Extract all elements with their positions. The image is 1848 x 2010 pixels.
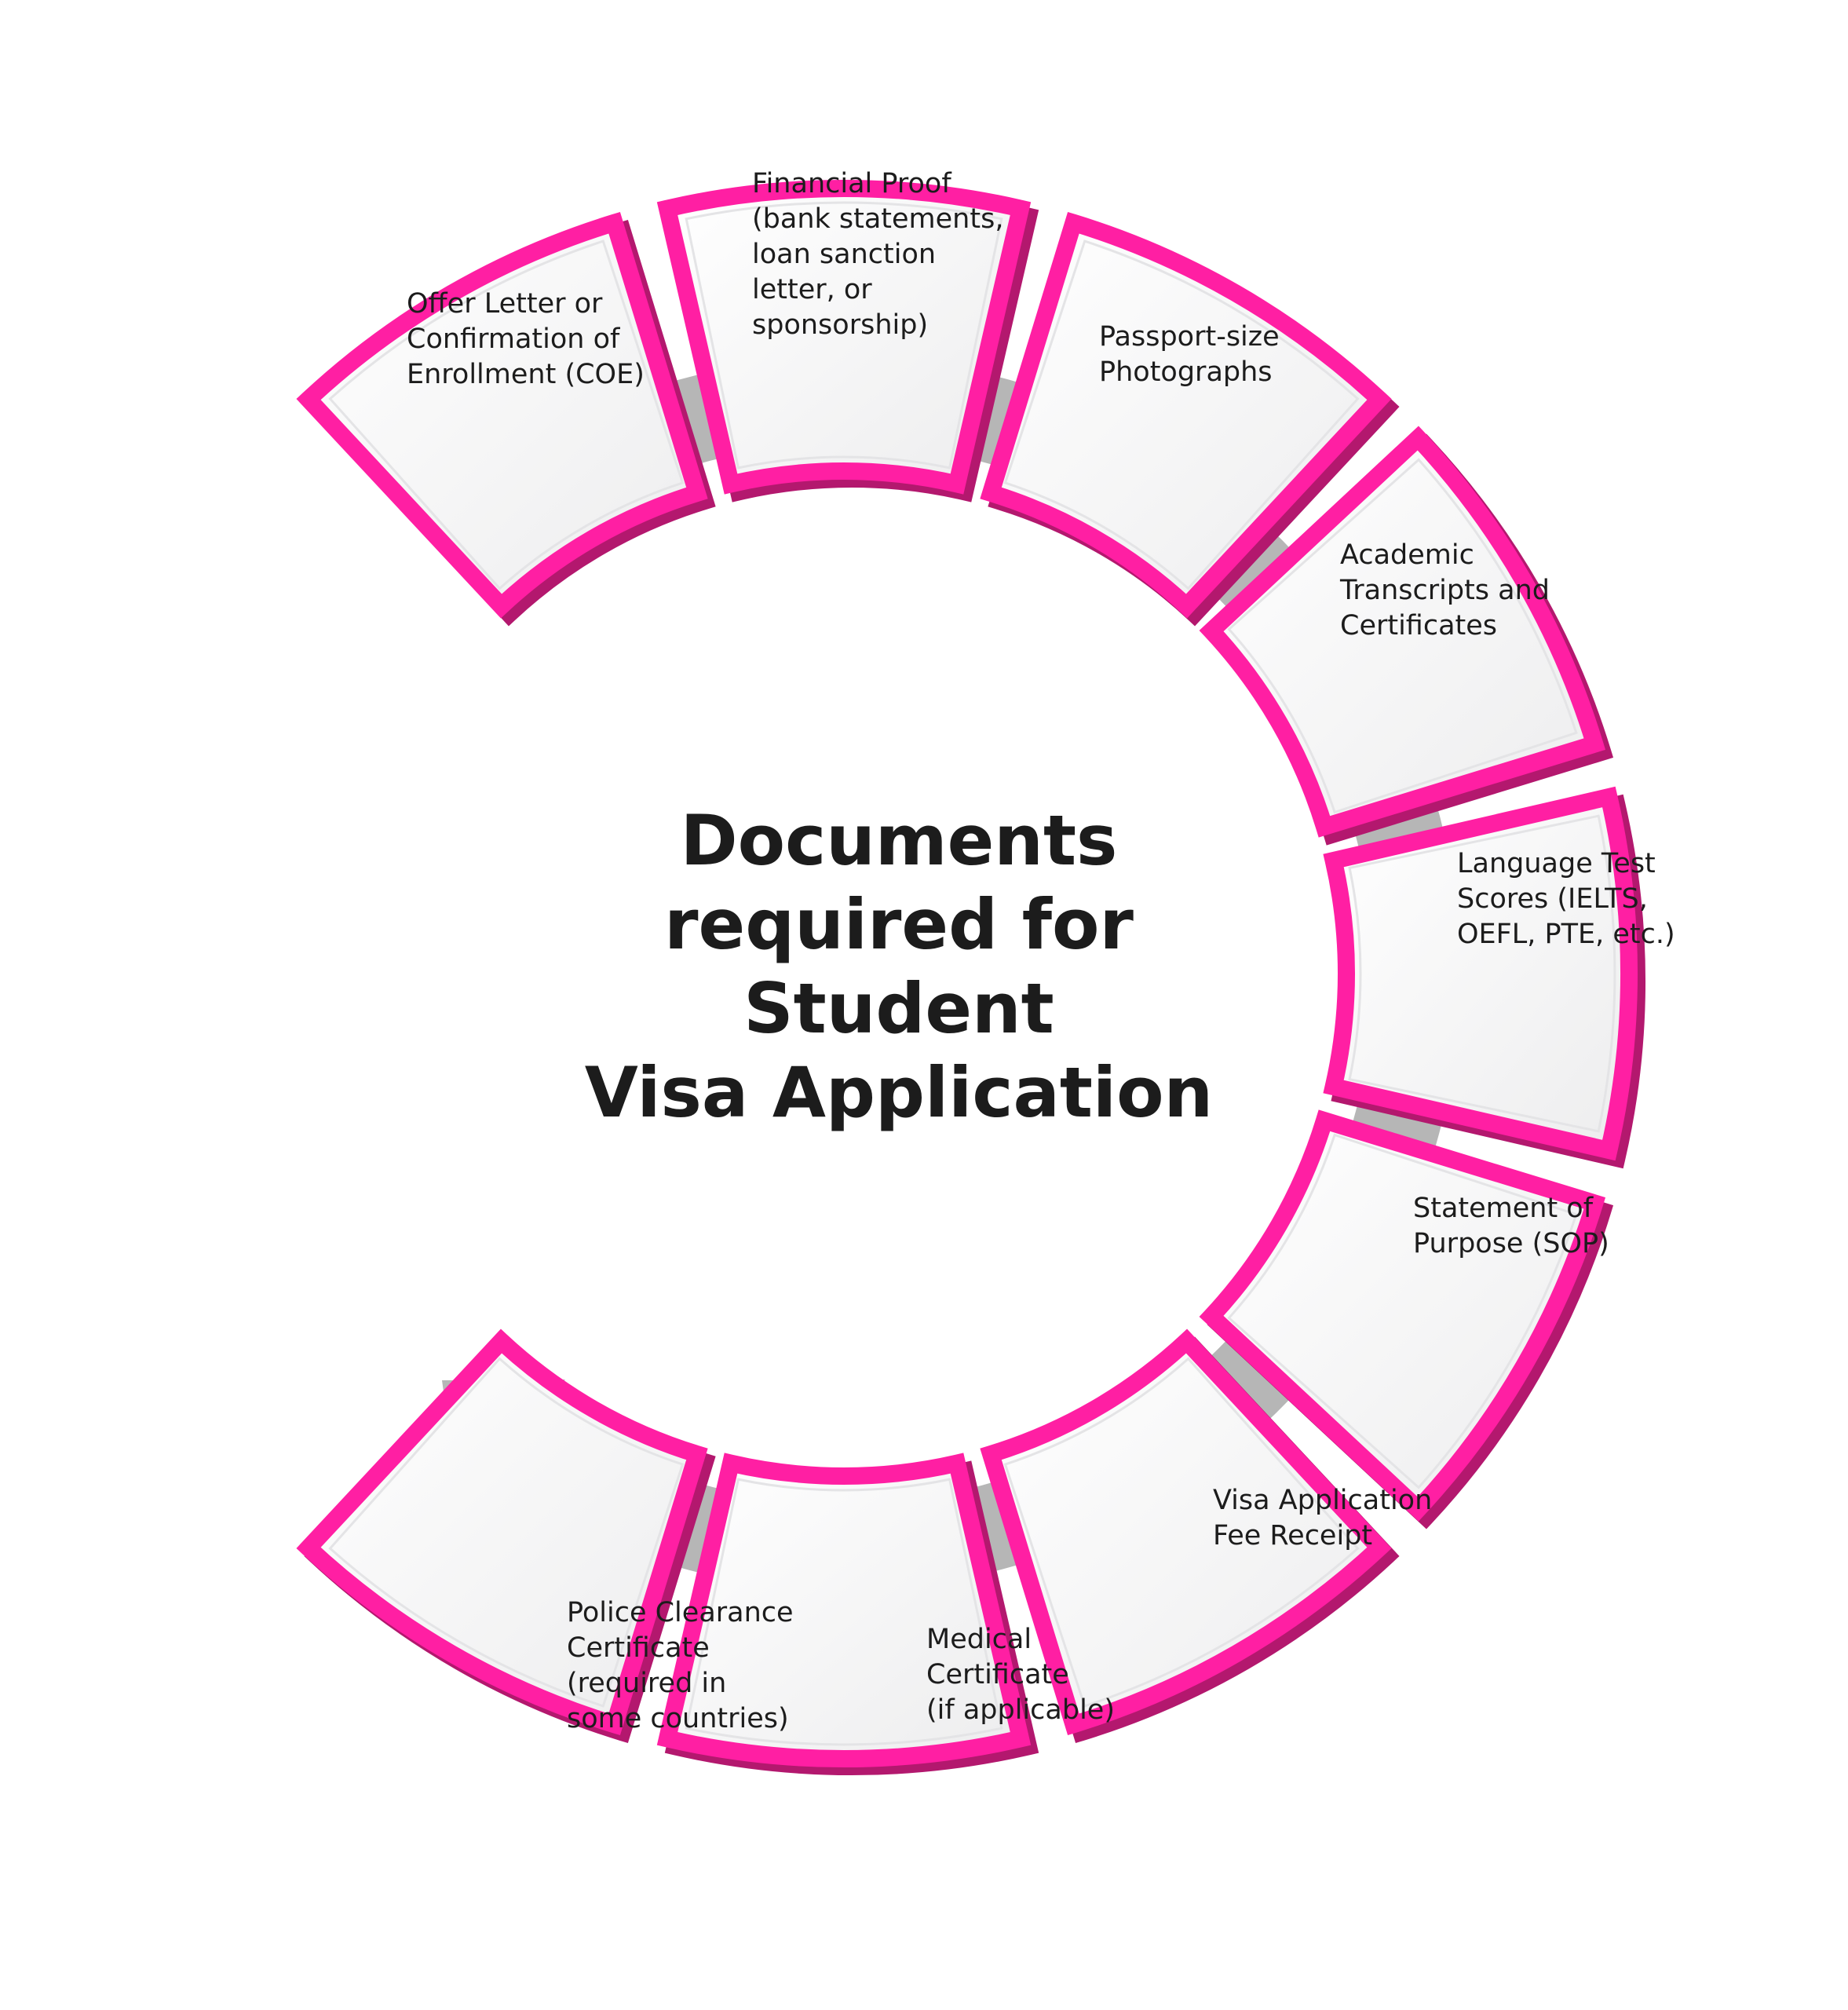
segment-label-line: Purpose (SOP) xyxy=(1413,1228,1609,1259)
segment-card xyxy=(296,211,708,619)
segment-label-line: Enrollment (COE) xyxy=(407,359,645,390)
segment-financial-proof: Financial Proof (bank statements, loan san… xyxy=(656,168,1039,502)
segment-inner-edge xyxy=(1348,814,1616,1133)
segment-label-line: Photographs xyxy=(1099,356,1273,388)
segment-inner-edge xyxy=(685,201,1003,470)
segment-label-line: Fee Receipt xyxy=(1213,1520,1372,1551)
segment-label-line: Academic xyxy=(1340,539,1474,571)
segment-inner-edge xyxy=(1003,239,1360,590)
segment-label-line: loan sanction xyxy=(752,239,936,270)
segment-inner-edge xyxy=(328,1357,685,1708)
title-line: Student xyxy=(743,968,1054,1049)
segment-card xyxy=(656,179,1032,495)
segment-label-line: Transcripts and xyxy=(1339,575,1550,606)
segment-label-line: Confirmation of xyxy=(407,323,620,355)
segment-label-line: Certificate xyxy=(926,1659,1069,1690)
segment-label-line: Language Test xyxy=(1457,848,1656,879)
segment-inner-edge xyxy=(1003,1357,1360,1708)
segment-label-line: some countries) xyxy=(567,1703,789,1734)
segment-label-line: Statement of xyxy=(1413,1193,1594,1224)
segment-label-line: (bank statements, xyxy=(752,203,1003,235)
segment-label-line: letter, or xyxy=(752,274,872,305)
segment-label: Statement of Purpose (SOP) xyxy=(1413,1193,1609,1259)
segment-card xyxy=(656,1453,1032,1768)
segment-label-line: (required in xyxy=(567,1668,726,1699)
segment-statement-of-purpose: Statement of Purpose (SOP) xyxy=(1199,1109,1614,1529)
segment-card xyxy=(1199,1109,1606,1522)
segment-label-line: Certificates xyxy=(1340,610,1497,641)
diagram-title: Documents required for Student Visa Appl… xyxy=(585,800,1213,1133)
segment-inner-edge xyxy=(328,239,685,590)
segment-label-line: Medical xyxy=(926,1624,1032,1655)
segment-card xyxy=(980,1328,1392,1736)
segment-label-line: Offer Letter or xyxy=(407,288,603,320)
segment-inner-edge xyxy=(1227,1133,1578,1489)
segment-label-line: Scores (IELTS, xyxy=(1457,883,1648,915)
segment-label-line: Certificate xyxy=(567,1632,710,1664)
segment-inner-edge xyxy=(685,1478,1003,1746)
segment-label-line: Financial Proof xyxy=(752,168,951,199)
segment-card xyxy=(1323,786,1638,1161)
segment-label-line: (if applicable) xyxy=(926,1694,1115,1726)
segment-card xyxy=(980,211,1392,619)
segment-card xyxy=(296,1328,708,1736)
segment-label-line: Police Clearance xyxy=(567,1597,794,1628)
segment-label-line: sponsorship) xyxy=(752,309,928,341)
title-line: Visa Application xyxy=(585,1052,1213,1133)
title-line: required for xyxy=(664,884,1134,965)
segment-label: Financial Proof (bank statements, loan san… xyxy=(752,168,1003,341)
segment-card xyxy=(1199,426,1606,838)
segment-inner-edge xyxy=(1227,458,1578,814)
segment-label-line: OEFL, PTE, etc.) xyxy=(1457,919,1675,950)
segment-label-line: Visa Application xyxy=(1213,1485,1432,1516)
title-line: Documents xyxy=(681,800,1118,881)
segment-label-line: Passport-size xyxy=(1099,321,1280,353)
